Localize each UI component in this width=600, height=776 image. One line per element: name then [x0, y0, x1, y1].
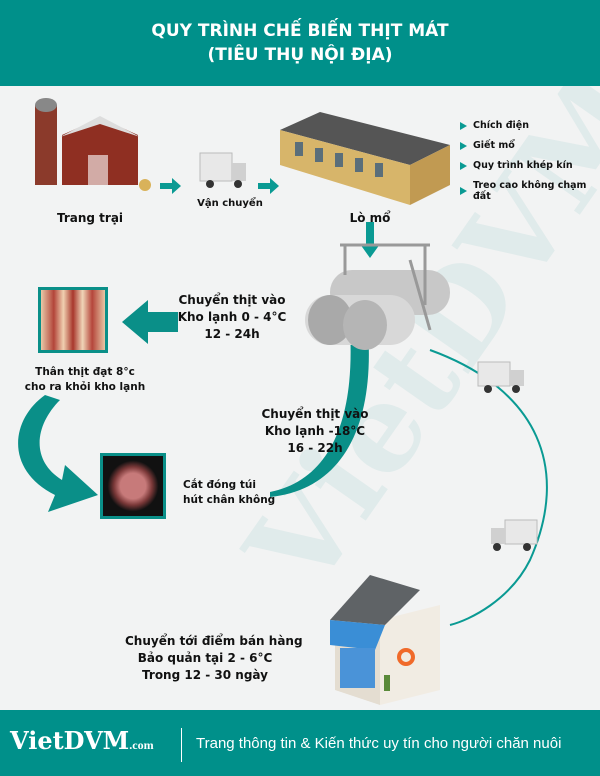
retail-text: Chuyển tới điểm bán hàng Bảo quản tại 2 … — [125, 634, 303, 682]
distribution-route — [429, 349, 548, 626]
vietdvm-logo[interactable]: VietDVM.com — [10, 726, 154, 755]
bullet-triangle-icon — [460, 187, 467, 195]
title-line-1: QUY TRÌNH CHẾ BIẾN THỊT MÁT — [151, 21, 449, 41]
bullet-triangle-icon — [460, 161, 467, 170]
curved-arrow-carcass-to-vacuum — [18, 395, 98, 512]
header: QUY TRÌNH CHẾ BIẾN THỊT MÁT (TIÊU THỤ NỘ… — [0, 0, 600, 86]
arrow-down-to-cold-store — [360, 222, 380, 258]
list-item: Giết mổ — [460, 140, 600, 151]
farm-label: Trang trại — [56, 211, 124, 225]
truck-illustration-2 — [477, 361, 524, 393]
shop-illustration — [330, 575, 440, 705]
slaughter-steps-list: Chích điện Giết mổ Quy trình khép kín Tr… — [460, 120, 600, 202]
farm-illustration — [35, 98, 151, 191]
truck-illustration — [199, 152, 246, 188]
transport-label: Vận chuyển — [197, 198, 263, 209]
truck-illustration-3 — [491, 519, 538, 551]
list-item: Treo cao không chạm đất — [460, 180, 600, 202]
footer-divider — [181, 728, 182, 762]
arrow-truck-to-slaughterhouse — [258, 178, 279, 194]
list-item: Quy trình khép kín — [460, 160, 600, 171]
carcass-text: Thân thịt đạt 8°c cho ra khỏi kho lạnh — [24, 366, 146, 393]
cold-store-2-text: Chuyển thịt vào Kho lạnh -18°C 16 - 22h — [261, 407, 369, 455]
cold-storage-tanks-illustration — [305, 243, 450, 350]
arrow-farm-to-truck — [160, 178, 181, 194]
list-item: Chích điện — [460, 120, 600, 131]
title-line-2: (TIÊU THỤ NỘI ĐỊA) — [207, 45, 393, 65]
footer-tagline: Trang thông tin & Kiến thức uy tín cho n… — [196, 735, 562, 752]
slaughterhouse-label: Lò mổ — [349, 211, 391, 225]
cold-store-1-text: Chuyển thịt vào Kho lạnh 0 - 4°C 12 - 24… — [177, 293, 287, 341]
carcass-photo — [38, 287, 108, 353]
arrow-left-to-carcass — [122, 300, 178, 344]
bullet-triangle-icon — [460, 141, 467, 150]
slaughterhouse-illustration — [280, 112, 450, 205]
footer — [0, 710, 600, 776]
vacuum-packed-meat-photo — [100, 453, 166, 519]
bullet-triangle-icon — [460, 121, 467, 130]
vacuum-text: Cắt đóng túi hút chân không — [183, 479, 276, 506]
